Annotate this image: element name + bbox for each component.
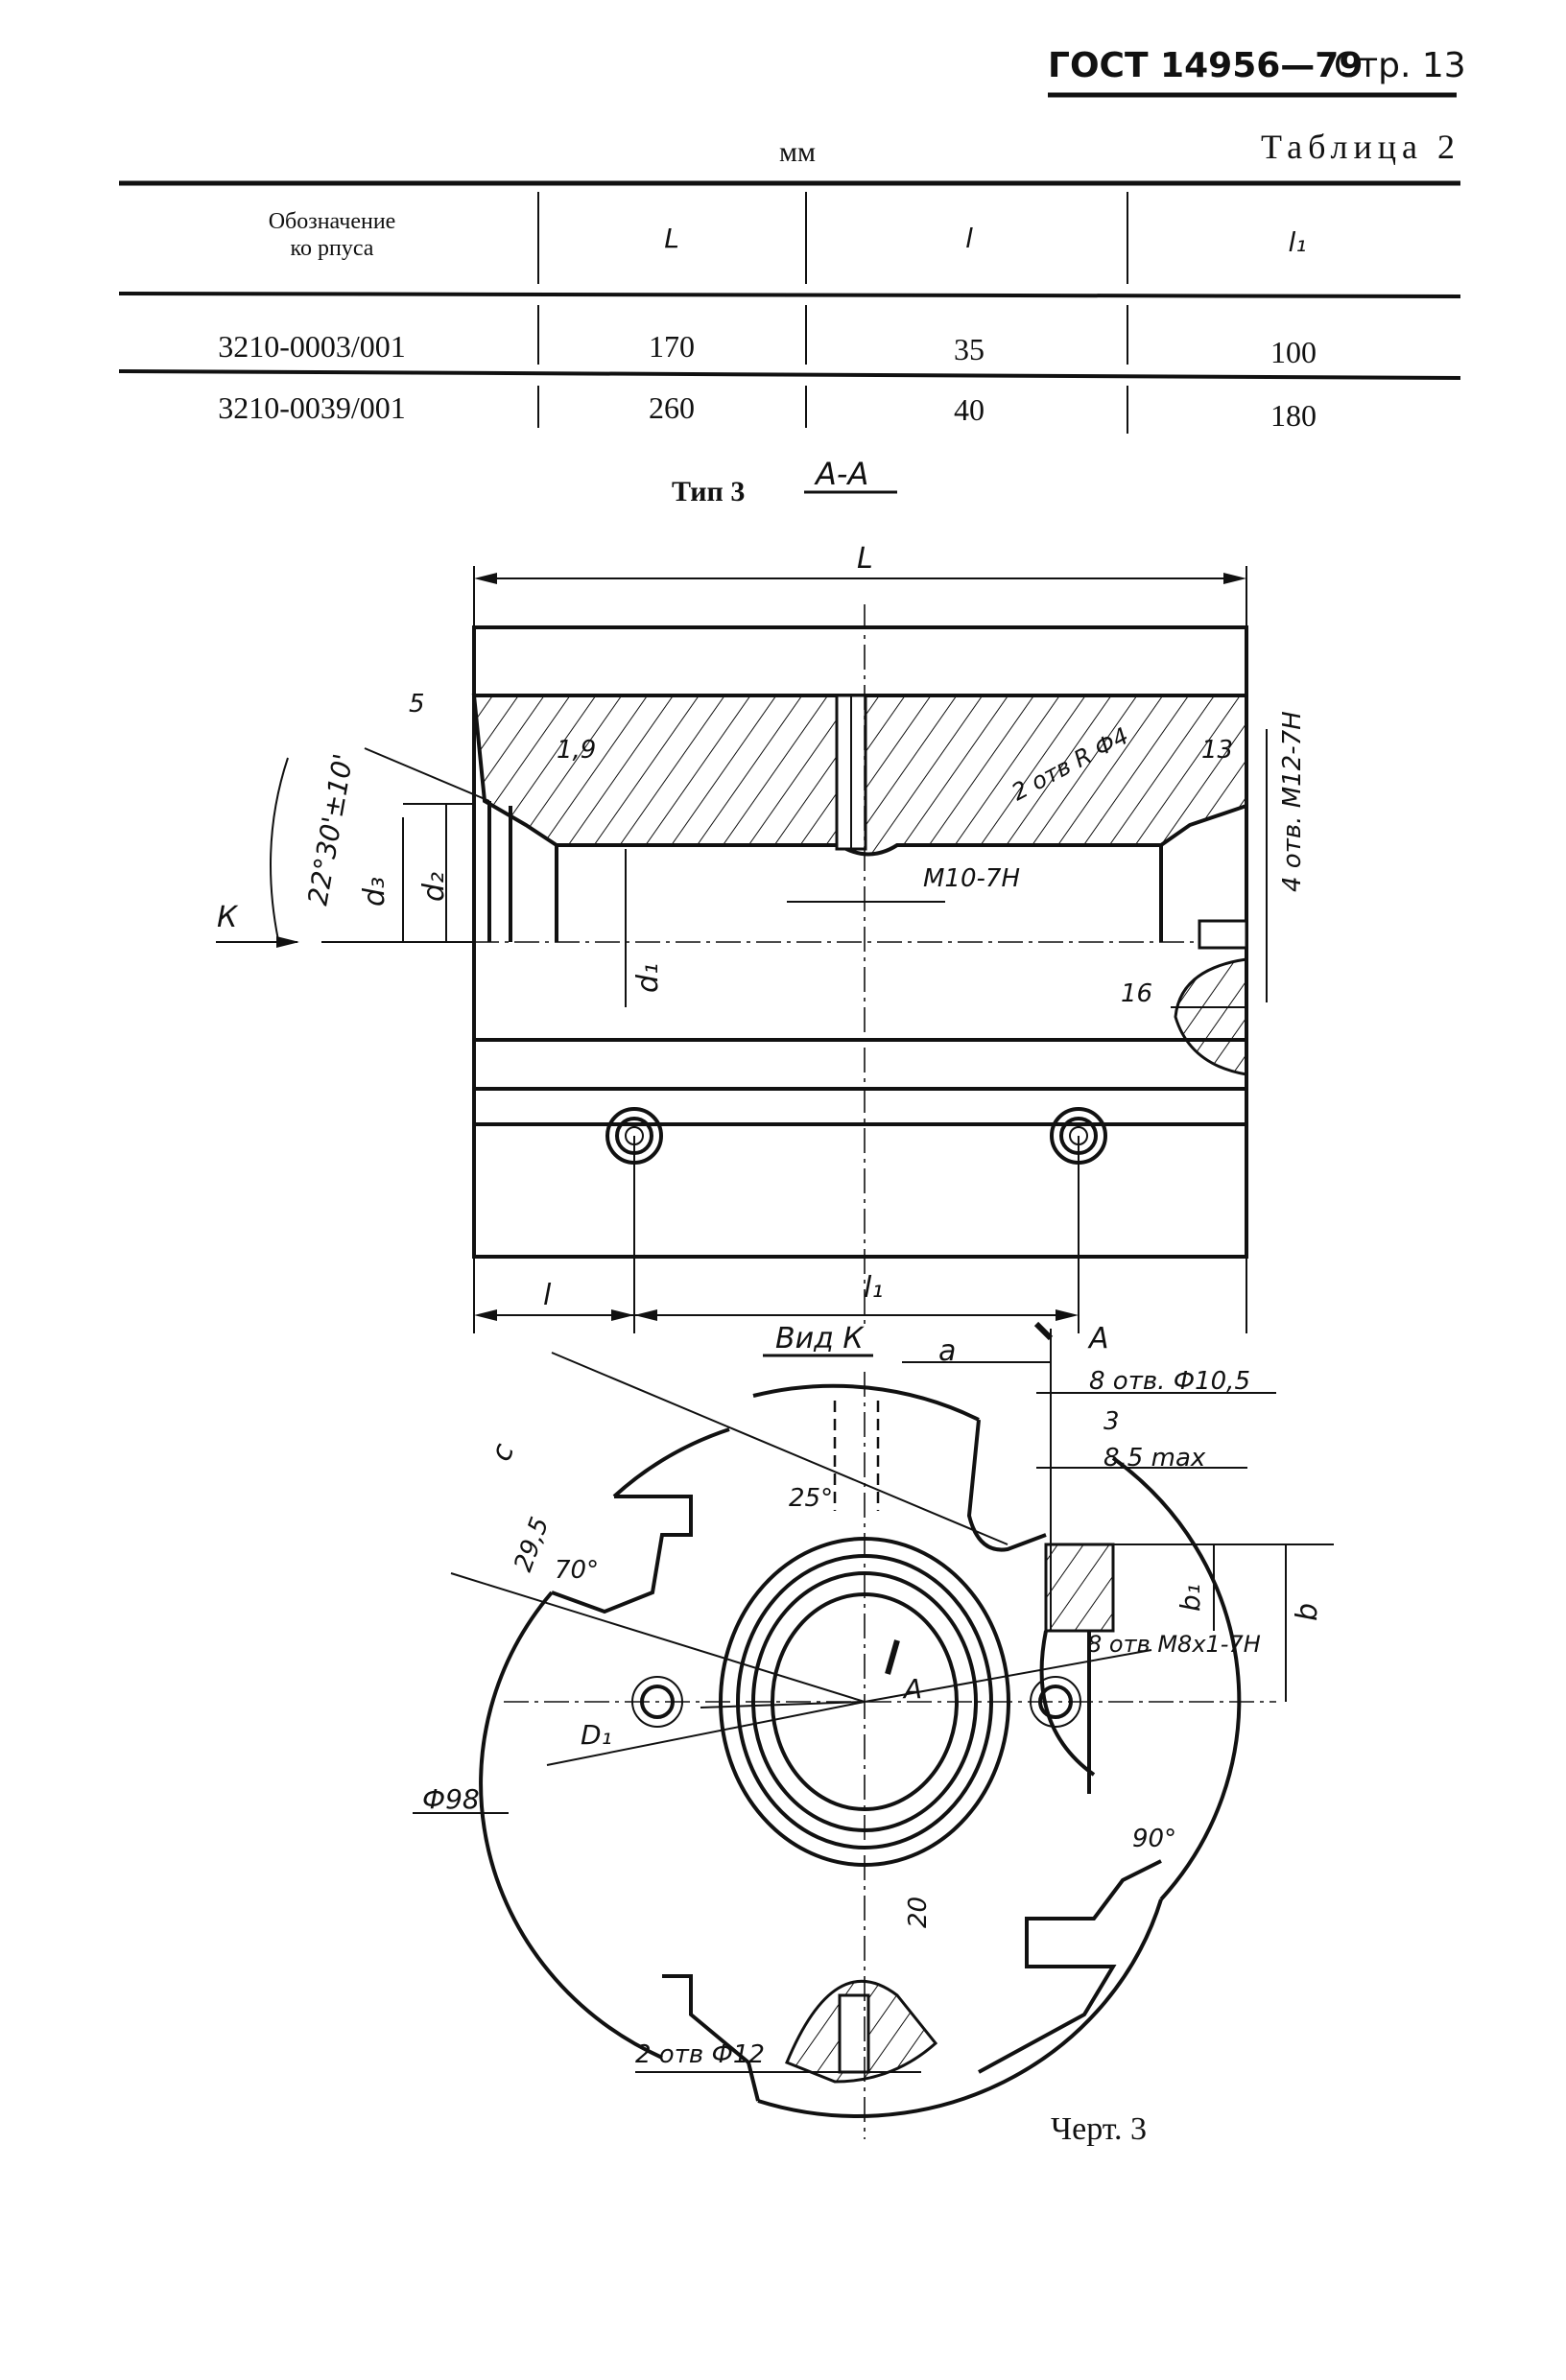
- label-L: L: [857, 542, 873, 576]
- table-row: 3210-0003/001 170 35 100: [218, 329, 1317, 369]
- col-header-designation: Обозначение: [269, 209, 396, 234]
- note-8-holes-d10-5: 8 отв. Ф10,5: [1089, 1367, 1250, 1396]
- note-4-holes-m12: 4 отв. М12-7Н: [1278, 711, 1307, 892]
- view-k: Вид К А a: [413, 1321, 1334, 2139]
- standard-number: ГОСТ 14956—79: [1048, 46, 1363, 85]
- note-8-holes-m8: 8 отв М8х1-7Н: [1087, 1631, 1261, 1658]
- dim-b: b: [1291, 1603, 1324, 1621]
- note-m10: М10-7Н: [923, 864, 1020, 893]
- table-2: Обозначение ко рпуса L l l₁ 3210-0003/00…: [118, 180, 1461, 434]
- dim-angle: 22°30'±10': [301, 751, 359, 907]
- cell-L: 170: [649, 329, 695, 364]
- view-arrow-K: К: [217, 901, 239, 934]
- dim-8-5-max: 8,5 max: [1103, 1444, 1206, 1473]
- dim-3: 3: [1103, 1407, 1120, 1436]
- col-header-designation-2: ко рпуса: [291, 236, 374, 261]
- page-number: Стр. 13: [1334, 46, 1466, 85]
- section-mark-A-center: А: [902, 1673, 922, 1705]
- view-k-label: Вид К: [775, 1322, 865, 1355]
- table-caption: Таблица 2: [1261, 128, 1460, 166]
- dim-20: 20: [904, 1897, 933, 1928]
- dim-5: 5: [409, 690, 425, 719]
- dim-l: l: [543, 1279, 552, 1312]
- type-label: Тип 3: [672, 476, 745, 507]
- cell-l: 40: [954, 392, 985, 427]
- dim-b1: b₁: [1174, 1584, 1206, 1612]
- cell-l1: 100: [1270, 335, 1317, 369]
- dim-d2: d₂: [417, 872, 451, 902]
- figure-caption: Черт. 3: [1051, 2111, 1147, 2147]
- section-view: L 5: [216, 542, 1307, 1333]
- table-row: 3210-0039/001 260 40 180: [218, 390, 1317, 433]
- cell-designation: 3210-0003/001: [218, 329, 406, 364]
- cell-l1: 180: [1270, 398, 1317, 433]
- cell-designation: 3210-0039/001: [218, 390, 406, 425]
- col-header-L: L: [664, 223, 679, 254]
- section-mark-A-top: А: [1087, 1322, 1109, 1355]
- cell-l: 35: [954, 332, 985, 366]
- dim-angle-90: 90°: [1132, 1825, 1176, 1853]
- dim-D1: D₁: [581, 1719, 612, 1751]
- dim-d98: Ф98: [422, 1783, 480, 1815]
- dim-angle-70: 70°: [555, 1556, 599, 1585]
- dim-29-5: 29,5: [509, 1514, 555, 1576]
- dim-16: 16: [1121, 979, 1152, 1008]
- col-header-l1: l₁: [1288, 226, 1306, 258]
- section-label: А-А: [814, 456, 868, 492]
- dim-a: a: [938, 1334, 956, 1368]
- dim-13: 13: [1201, 736, 1233, 765]
- cell-L: 260: [649, 390, 695, 425]
- col-header-l: l: [965, 223, 973, 254]
- dim-d3: d₃: [358, 877, 392, 907]
- dim-d1: d₁: [631, 963, 665, 993]
- dim-angle-25: 25°: [789, 1484, 833, 1513]
- dim-l1: l₁: [864, 1271, 883, 1305]
- note-2-holes-d12: 2 отв Ф12: [635, 2040, 765, 2069]
- units-label: мм: [779, 136, 816, 168]
- dim-c: c: [485, 1439, 522, 1466]
- dim-1-9: 1,9: [557, 736, 596, 765]
